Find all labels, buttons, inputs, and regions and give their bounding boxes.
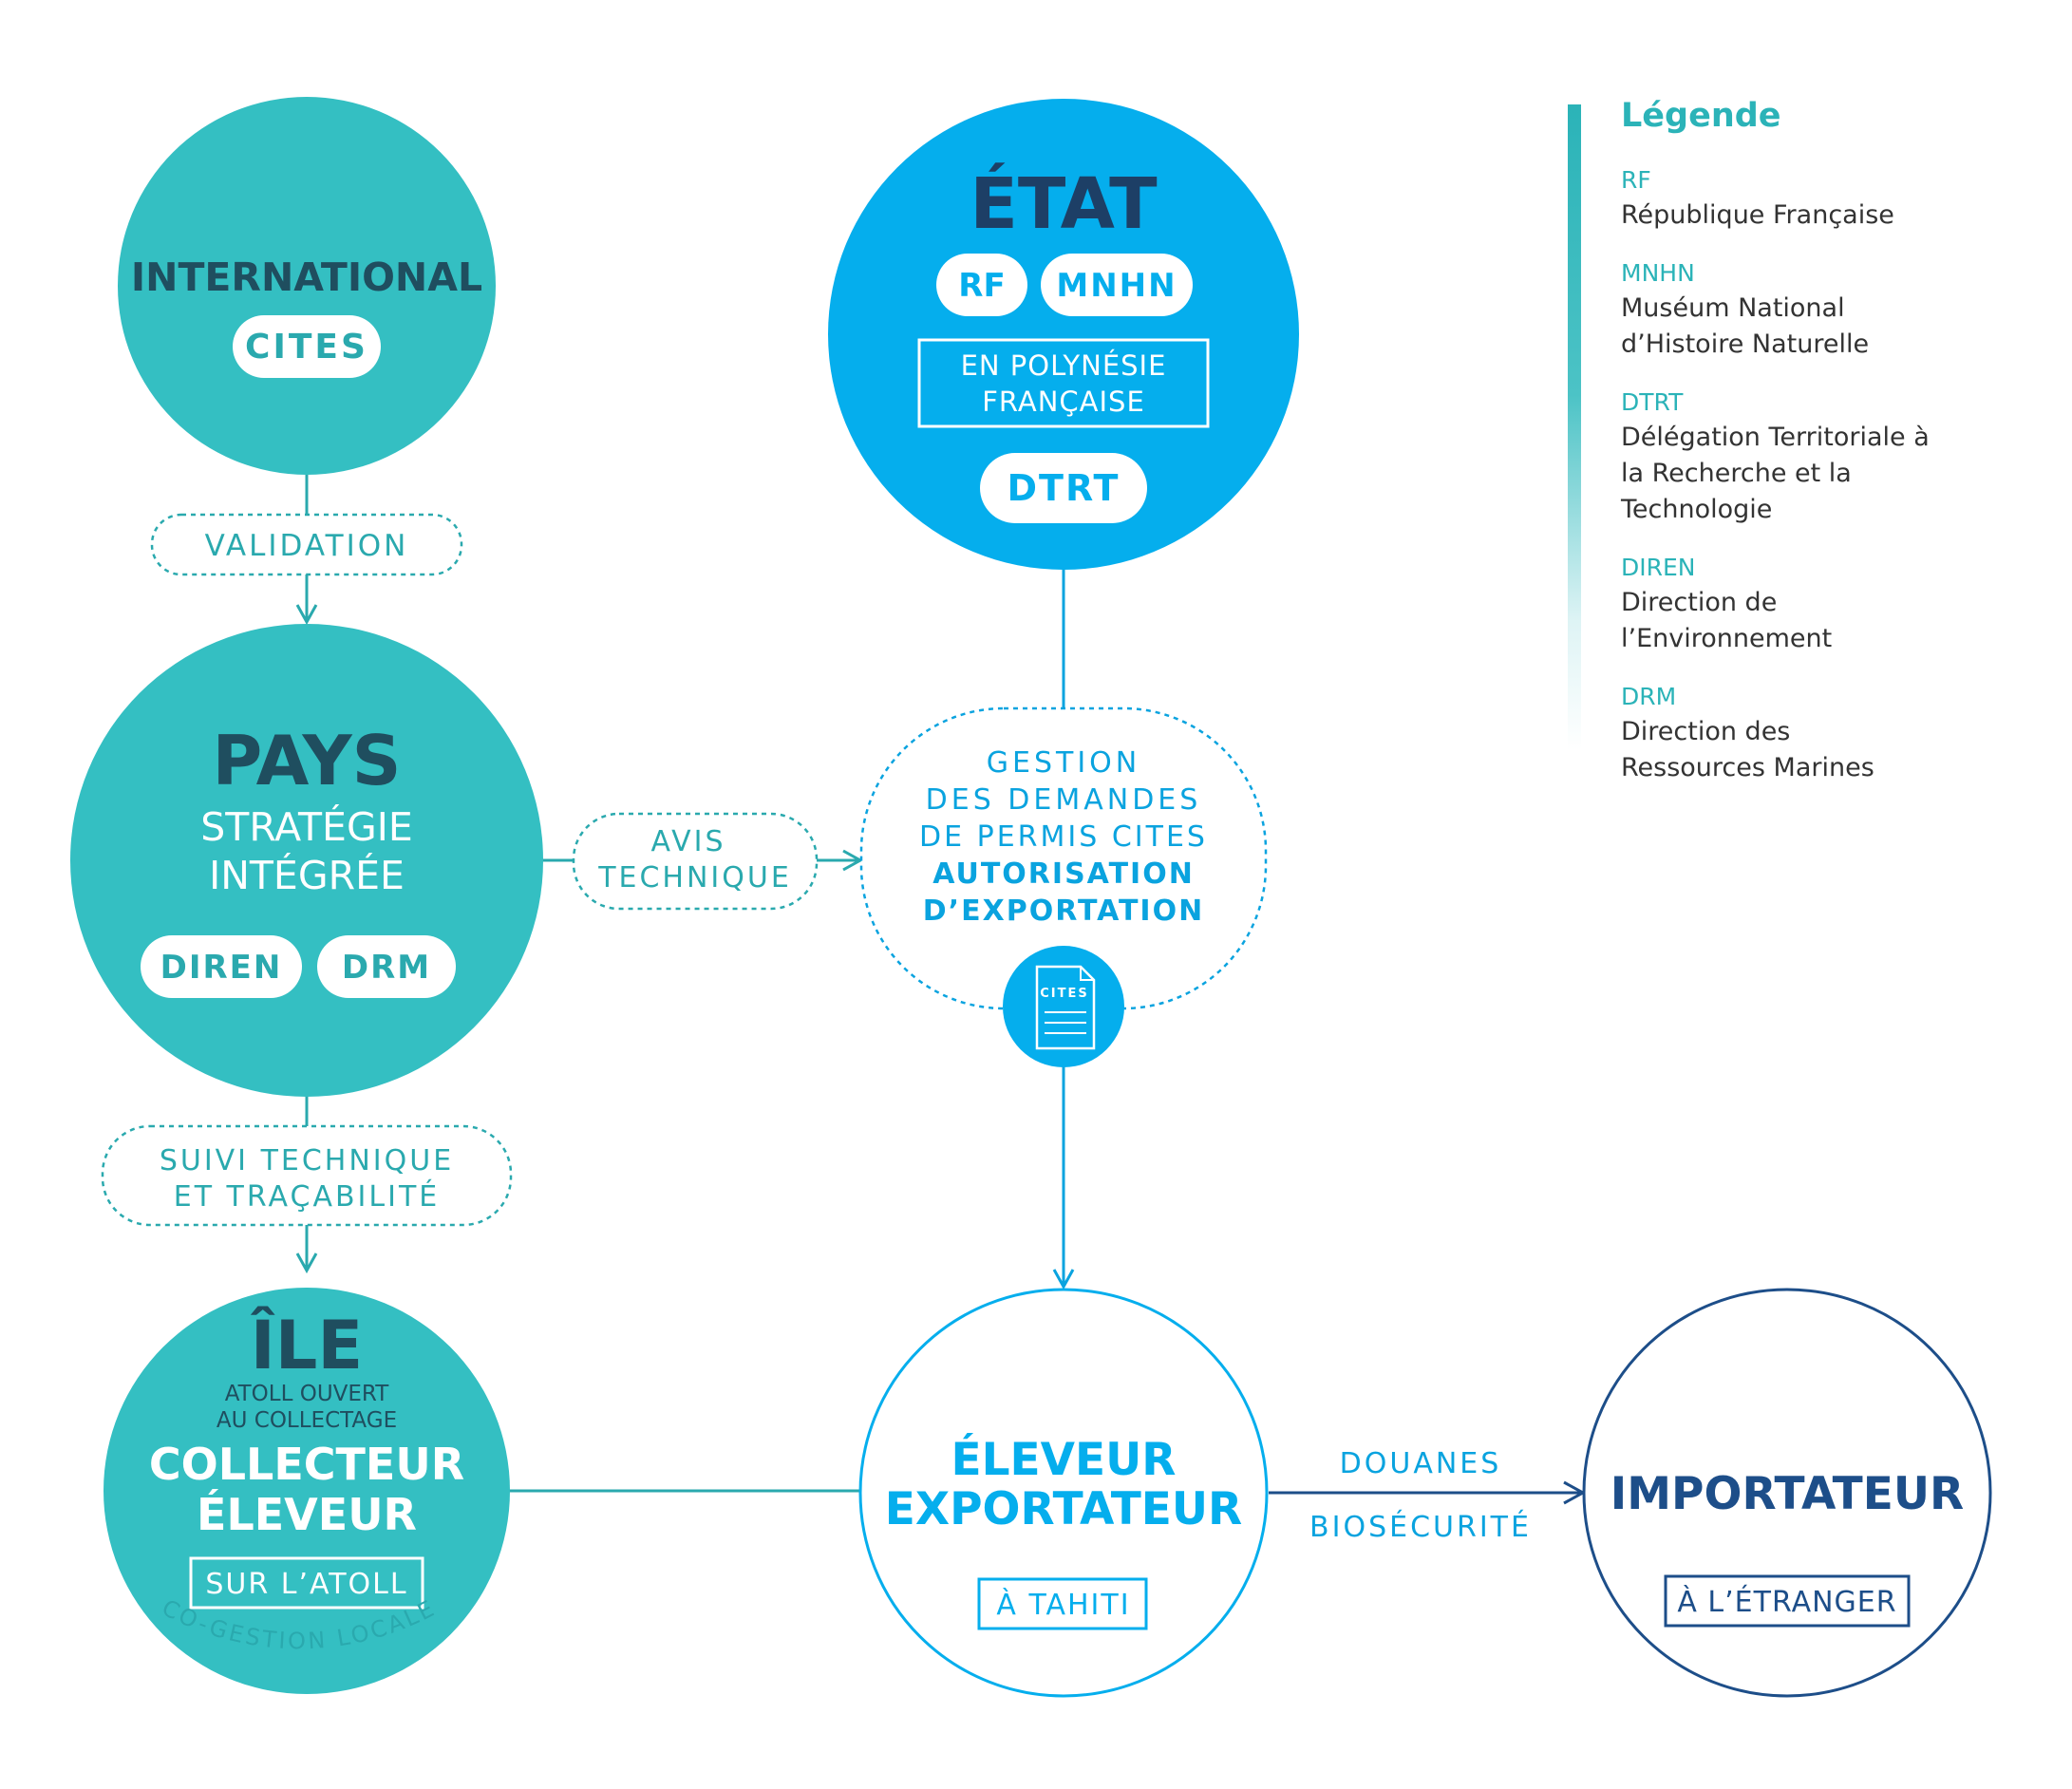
eleveur-circle [858,1288,1269,1698]
gestion-line1: GESTION [987,746,1140,780]
importateur-circle [1582,1288,1992,1698]
ile-role2: ÉLEVEUR [197,1489,417,1540]
suivi-line1: SUIVI TECHNIQUE [160,1144,454,1177]
legend-abbr: DTRT [1621,388,1684,416]
gestion-line4: AUTORISATION [932,857,1195,891]
diren-badge-label: DIREN [160,949,283,987]
avis-box [572,812,819,911]
legend-item-mnhn: MNHN Muséum National d’Histoire Naturell… [1621,256,2039,363]
polynesie-box [917,338,1210,428]
legend-full: Délégation Territoriale à la Recherche e… [1621,423,1930,524]
ile-sub2: AU COLLECTAGE [217,1408,397,1433]
legend-abbr: DIREN [1621,554,1696,581]
polynesie-line2: FRANÇAISE [982,386,1145,418]
eleveur-line2: EXPORTATEUR [885,1483,1242,1535]
ile-role1: COLLECTEUR [149,1439,464,1490]
legend-title: Légende [1621,97,1781,135]
legend-full: République Française [1621,200,1894,230]
legend-item-diren: DIREN Direction de l’Environnement [1621,551,2039,657]
mnhn-badge [1041,254,1193,316]
suivi-box [101,1124,513,1227]
cites-badge [233,315,381,378]
legend-bar [1568,104,1581,750]
legend-item-dtrt: DTRT Délégation Territoriale à la Recher… [1621,386,2039,528]
legend: Légende RF République Française MNHN Mus… [1621,87,2039,809]
gestion-box [859,706,1268,1010]
rf-badge [936,254,1027,316]
tahiti-box [977,1577,1148,1630]
cites-document-icon: CITES [1003,946,1124,1067]
avis-line2: TECHNIQUE [597,861,792,894]
pays-line1: STRATÉGIE [200,804,412,850]
ile-sub1: ATOLL OUVERT [225,1382,390,1406]
legend-full: Direction des Ressources Marines [1621,717,1874,782]
drm-badge [317,935,456,998]
etat-title: ÉTAT [970,161,1158,245]
gestion-line3: DE PERMIS CITES [919,820,1208,854]
douanes-label: DOUANES [1340,1447,1502,1480]
biosecurite-label: BIOSÉCURITÉ [1309,1510,1532,1544]
international-circle [118,97,496,475]
eleveur-line1: ÉLEVEUR [951,1434,1177,1486]
legend-abbr: RF [1621,166,1651,194]
pays-title: PAYS [213,721,402,800]
dtrt-badge [980,453,1147,523]
etranger-box [1664,1574,1911,1628]
polynesie-line1: EN POLYNÉSIE [961,349,1167,382]
international-title: INTERNATIONAL [131,254,482,300]
ile-title: ÎLE [251,1307,363,1384]
avis-line1: AVIS [650,825,725,858]
legend-abbr: MNHN [1621,259,1695,287]
legend-item-drm: DRM Direction des Ressources Marines [1621,680,2039,786]
legend-item-rf: RF République Française [1621,163,2039,234]
drm-badge-label: DRM [342,949,431,987]
validation-box [150,513,463,576]
mnhn-badge-label: MNHN [1056,267,1177,305]
rf-badge-label: RF [958,267,1005,305]
gestion-line2: DES DEMANDES [926,783,1202,817]
validation-label: VALIDATION [205,529,409,563]
diren-badge [141,935,302,998]
cites-badge-label: CITES [245,328,368,367]
sur-atoll-box [189,1556,424,1610]
etranger-label: À L’ÉTRANGER [1677,1585,1896,1619]
dtrt-badge-label: DTRT [1008,467,1121,509]
ile-circle [104,1288,510,1694]
gestion-line5: D’EXPORTATION [923,894,1204,928]
suivi-line2: ET TRAÇABILITÉ [174,1179,441,1214]
legend-abbr: DRM [1621,683,1677,710]
svg-text:CITES: CITES [1040,987,1089,1001]
sur-atoll-label: SUR L’ATOLL [205,1568,407,1601]
legend-full: Direction de l’Environnement [1621,588,1833,653]
importateur-title: IMPORTATEUR [1611,1468,1964,1520]
pays-line2: INTÉGRÉE [209,853,405,898]
etat-circle [828,99,1299,570]
legend-full: Muséum National d’Histoire Naturelle [1621,293,1870,359]
tahiti-label: À TAHITI [996,1588,1130,1622]
